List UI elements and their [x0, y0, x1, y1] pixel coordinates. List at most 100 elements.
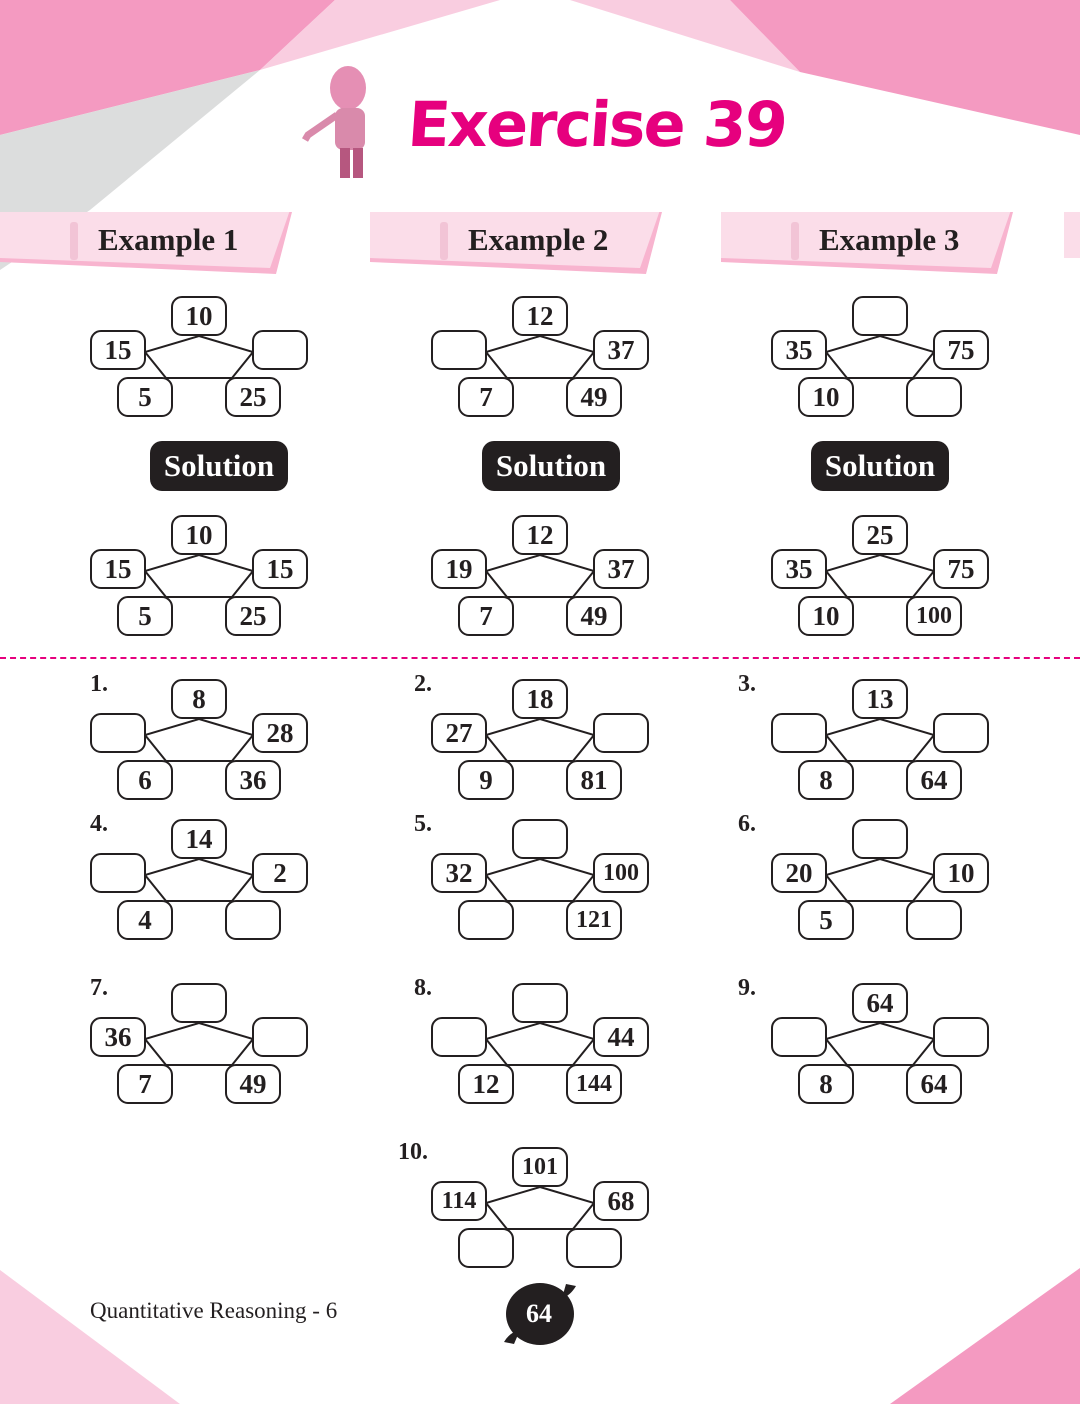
- example-box-br: 25: [225, 377, 281, 417]
- example-box-top: 12: [512, 296, 568, 336]
- example-box-bl: 7: [458, 377, 514, 417]
- solution-label: Solution: [811, 441, 949, 491]
- question-number: 8.: [414, 975, 432, 1001]
- exercise-5-box-bl-blank[interactable]: [458, 900, 514, 940]
- exercise-5-box-top-blank[interactable]: [512, 819, 568, 859]
- question-number: 9.: [738, 975, 756, 1001]
- exercise-8-box-left-blank[interactable]: [431, 1017, 487, 1057]
- exercise-4-box-left-blank[interactable]: [90, 853, 146, 893]
- exercise-2-box-top: 18: [512, 679, 568, 719]
- exercise-9-box-right-blank[interactable]: [933, 1017, 989, 1057]
- exercise-3-box-left-blank[interactable]: [771, 713, 827, 753]
- solution-box-left: 19: [431, 549, 487, 589]
- exercise-10-box-br-blank[interactable]: [566, 1228, 622, 1268]
- solution-box-top: 10: [171, 515, 227, 555]
- solution-box-bl: 5: [117, 596, 173, 636]
- exercise-4-box-top: 14: [171, 819, 227, 859]
- example-box-left-blank[interactable]: [431, 330, 487, 370]
- page-number: 64: [526, 1299, 552, 1328]
- question-number: 3.: [738, 671, 756, 697]
- question-number: 7.: [90, 975, 108, 1001]
- page-title: Exercise 39: [405, 88, 789, 161]
- solution-box-right: 37: [593, 549, 649, 589]
- exercise-9-box-top: 64: [852, 983, 908, 1023]
- page-number-badge-icon: [504, 1283, 576, 1345]
- exercise-6-box-top-blank[interactable]: [852, 819, 908, 859]
- question-number: 6.: [738, 811, 756, 837]
- exercise-4-box-right: 2: [252, 853, 308, 893]
- solution-box-right: 15: [252, 549, 308, 589]
- solution-box-right: 75: [933, 549, 989, 589]
- example-box-bl: 5: [117, 377, 173, 417]
- exercise-3-box-bl: 8: [798, 760, 854, 800]
- exercise-9-box-left-blank[interactable]: [771, 1017, 827, 1057]
- example-label: Example 1: [98, 222, 239, 257]
- exercise-10-box-left: 114: [431, 1181, 487, 1221]
- example-box-right: 37: [593, 330, 649, 370]
- exercise-2-box-br: 81: [566, 760, 622, 800]
- book-title: Quantitative Reasoning - 6: [90, 1298, 338, 1323]
- exercise-10-box-right: 68: [593, 1181, 649, 1221]
- exercise-3-box-br: 64: [906, 760, 962, 800]
- question-number: 5.: [414, 811, 432, 837]
- example-label: Example 3: [819, 222, 960, 257]
- exercise-8-box-right: 44: [593, 1017, 649, 1057]
- question-number: 2.: [414, 671, 432, 697]
- exercise-7-box-left: 36: [90, 1017, 146, 1057]
- exercise-6-box-left: 20: [771, 853, 827, 893]
- solution-box-br: 100: [906, 596, 962, 636]
- exercise-7-box-br: 49: [225, 1064, 281, 1104]
- exercise-1-box-bl: 6: [117, 760, 173, 800]
- exercise-4-box-br-blank[interactable]: [225, 900, 281, 940]
- solution-box-top: 12: [512, 515, 568, 555]
- example-box-left: 15: [90, 330, 146, 370]
- question-number: 1.: [90, 671, 108, 697]
- exercise-7-box-bl: 7: [117, 1064, 173, 1104]
- exercise-2-box-left: 27: [431, 713, 487, 753]
- exercise-7-box-right-blank[interactable]: [252, 1017, 308, 1057]
- exercise-9-box-bl: 8: [798, 1064, 854, 1104]
- example-banner-2: Example 2: [370, 212, 662, 274]
- exercise-10-box-top: 101: [512, 1147, 568, 1187]
- exercise-8-box-top-blank[interactable]: [512, 983, 568, 1023]
- section-divider: [0, 657, 1080, 659]
- exercise-9-box-br: 64: [906, 1064, 962, 1104]
- exercise-3-box-right-blank[interactable]: [933, 713, 989, 753]
- exercise-6-box-bl: 5: [798, 900, 854, 940]
- exercise-7-box-top-blank[interactable]: [171, 983, 227, 1023]
- exercise-8-box-br: 144: [566, 1064, 622, 1104]
- exercise-5-box-left: 32: [431, 853, 487, 893]
- example-box-bl: 10: [798, 377, 854, 417]
- exercise-10-box-bl-blank[interactable]: [458, 1228, 514, 1268]
- exercise-5-box-br: 121: [566, 900, 622, 940]
- example-box-top-blank[interactable]: [852, 296, 908, 336]
- solution-box-top: 25: [852, 515, 908, 555]
- exercise-3-box-top: 13: [852, 679, 908, 719]
- question-number: 4.: [90, 811, 108, 837]
- example-label: Example 2: [468, 222, 609, 257]
- exercise-6-box-br-blank[interactable]: [906, 900, 962, 940]
- question-number: 10.: [398, 1139, 428, 1165]
- example-box-top: 10: [171, 296, 227, 336]
- example-box-right-blank[interactable]: [252, 330, 308, 370]
- solution-box-bl: 7: [458, 596, 514, 636]
- example-box-right: 75: [933, 330, 989, 370]
- example-box-br: 49: [566, 377, 622, 417]
- solution-label: Solution: [150, 441, 288, 491]
- example-banner-3: Example 3: [721, 212, 1013, 274]
- solution-box-bl: 10: [798, 596, 854, 636]
- exercise-2-box-right-blank[interactable]: [593, 713, 649, 753]
- exercise-2-box-bl: 9: [458, 760, 514, 800]
- exercise-6-box-right: 10: [933, 853, 989, 893]
- character-illustration: [301, 66, 366, 178]
- exercise-1-box-left-blank[interactable]: [90, 713, 146, 753]
- example-banner-1: Example 1: [0, 212, 292, 274]
- example-box-br-blank[interactable]: [906, 377, 962, 417]
- solution-box-left: 35: [771, 549, 827, 589]
- solution-box-left: 15: [90, 549, 146, 589]
- example-box-left: 35: [771, 330, 827, 370]
- exercise-8-box-bl: 12: [458, 1064, 514, 1104]
- solution-label: Solution: [482, 441, 620, 491]
- exercise-1-box-br: 36: [225, 760, 281, 800]
